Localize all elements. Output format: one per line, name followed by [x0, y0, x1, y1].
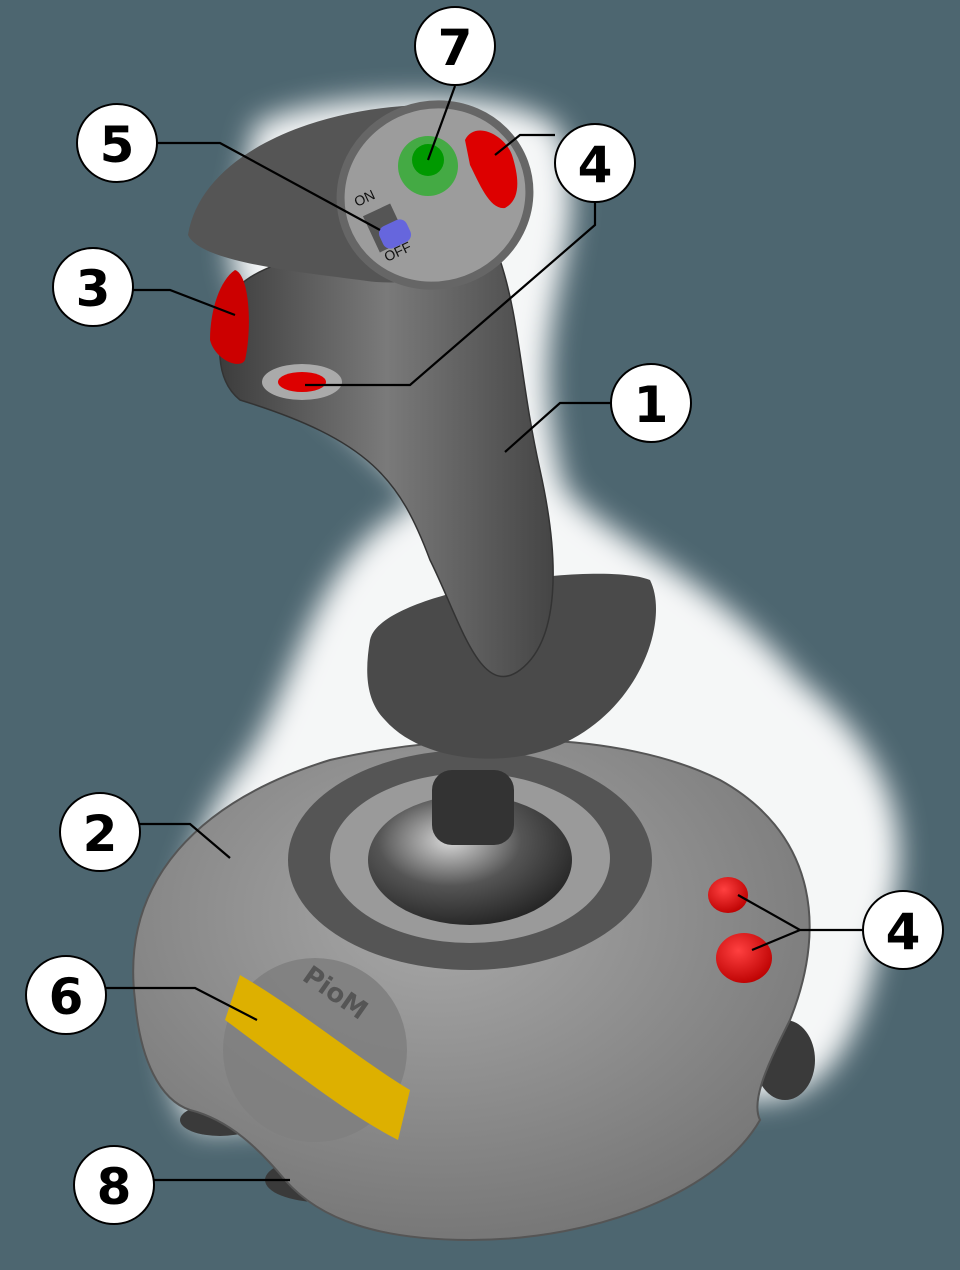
callout-8: 8	[73, 1145, 155, 1225]
trigger[interactable]	[210, 270, 249, 364]
thumb-red-button[interactable]	[278, 372, 326, 392]
svg-text:6: 6	[49, 968, 84, 1026]
callout-4a: 4	[554, 123, 636, 203]
throttle-wheel[interactable]	[225, 975, 410, 1140]
svg-text:7: 7	[438, 19, 473, 77]
callout-5: 5	[76, 103, 158, 183]
base-red-button-upper[interactable]	[708, 877, 748, 913]
callout-4b: 4	[862, 890, 944, 970]
svg-text:4: 4	[578, 136, 613, 194]
svg-text:3: 3	[76, 260, 111, 318]
callout-2: 2	[59, 792, 141, 872]
callout-3: 3	[52, 247, 134, 327]
svg-text:1: 1	[634, 376, 669, 434]
on-off-switch[interactable]: ON OFF	[352, 186, 414, 264]
leader-lines	[106, 85, 863, 1182]
callout-1: 1	[610, 363, 692, 443]
svg-text:8: 8	[97, 1158, 132, 1216]
base-red-button-lower[interactable]	[716, 933, 772, 983]
callout-6: 6	[25, 955, 107, 1035]
callouts: 1 2 3 4 4 5 6 7 8	[25, 6, 944, 1225]
svg-text:4: 4	[886, 903, 921, 961]
callout-7: 7	[414, 6, 496, 86]
top-red-button[interactable]	[465, 130, 518, 209]
svg-text:5: 5	[100, 116, 135, 174]
gimbal-bowl	[368, 795, 572, 925]
stick-shaft	[432, 770, 514, 845]
svg-text:2: 2	[83, 805, 118, 863]
